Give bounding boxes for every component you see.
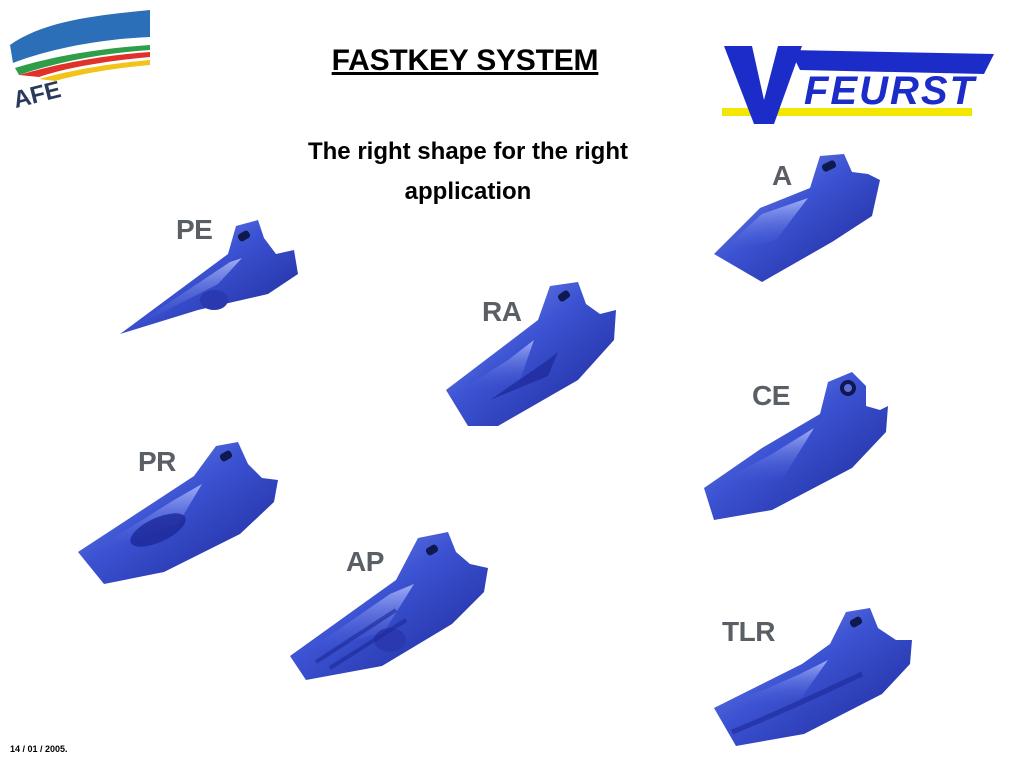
tooth-label-ap: AP [346,546,384,577]
tooth-label-tlr: TLR [722,616,775,647]
tooth-tlr-image [712,604,918,750]
afe-logo-text: AFE [11,76,64,114]
slide-date: 14 / 01 / 2005. [10,744,68,754]
tooth-label-pr: PR [138,446,176,477]
tooth-label-pe: PE [176,214,213,245]
tooth-a-image [712,150,884,286]
afe-logo: AFE [5,5,155,115]
tooth-label-a: A [772,160,792,191]
feurst-logo: FEURST [722,40,1000,132]
tooth-pe-image [118,214,303,339]
tooth-ce-image [702,370,892,526]
slide-title: FASTKEY SYSTEM [331,44,599,77]
tooth-ap-image [286,528,496,682]
feurst-logo-text: FEURST [804,69,978,113]
tooth-label-ce: CE [752,380,790,411]
slide-subtitle: The right shape for the right applicatio… [307,138,628,205]
tooth-ra-image [438,280,623,430]
tooth-label-ra: RA [482,296,522,327]
tooth-pr-image [74,438,282,588]
